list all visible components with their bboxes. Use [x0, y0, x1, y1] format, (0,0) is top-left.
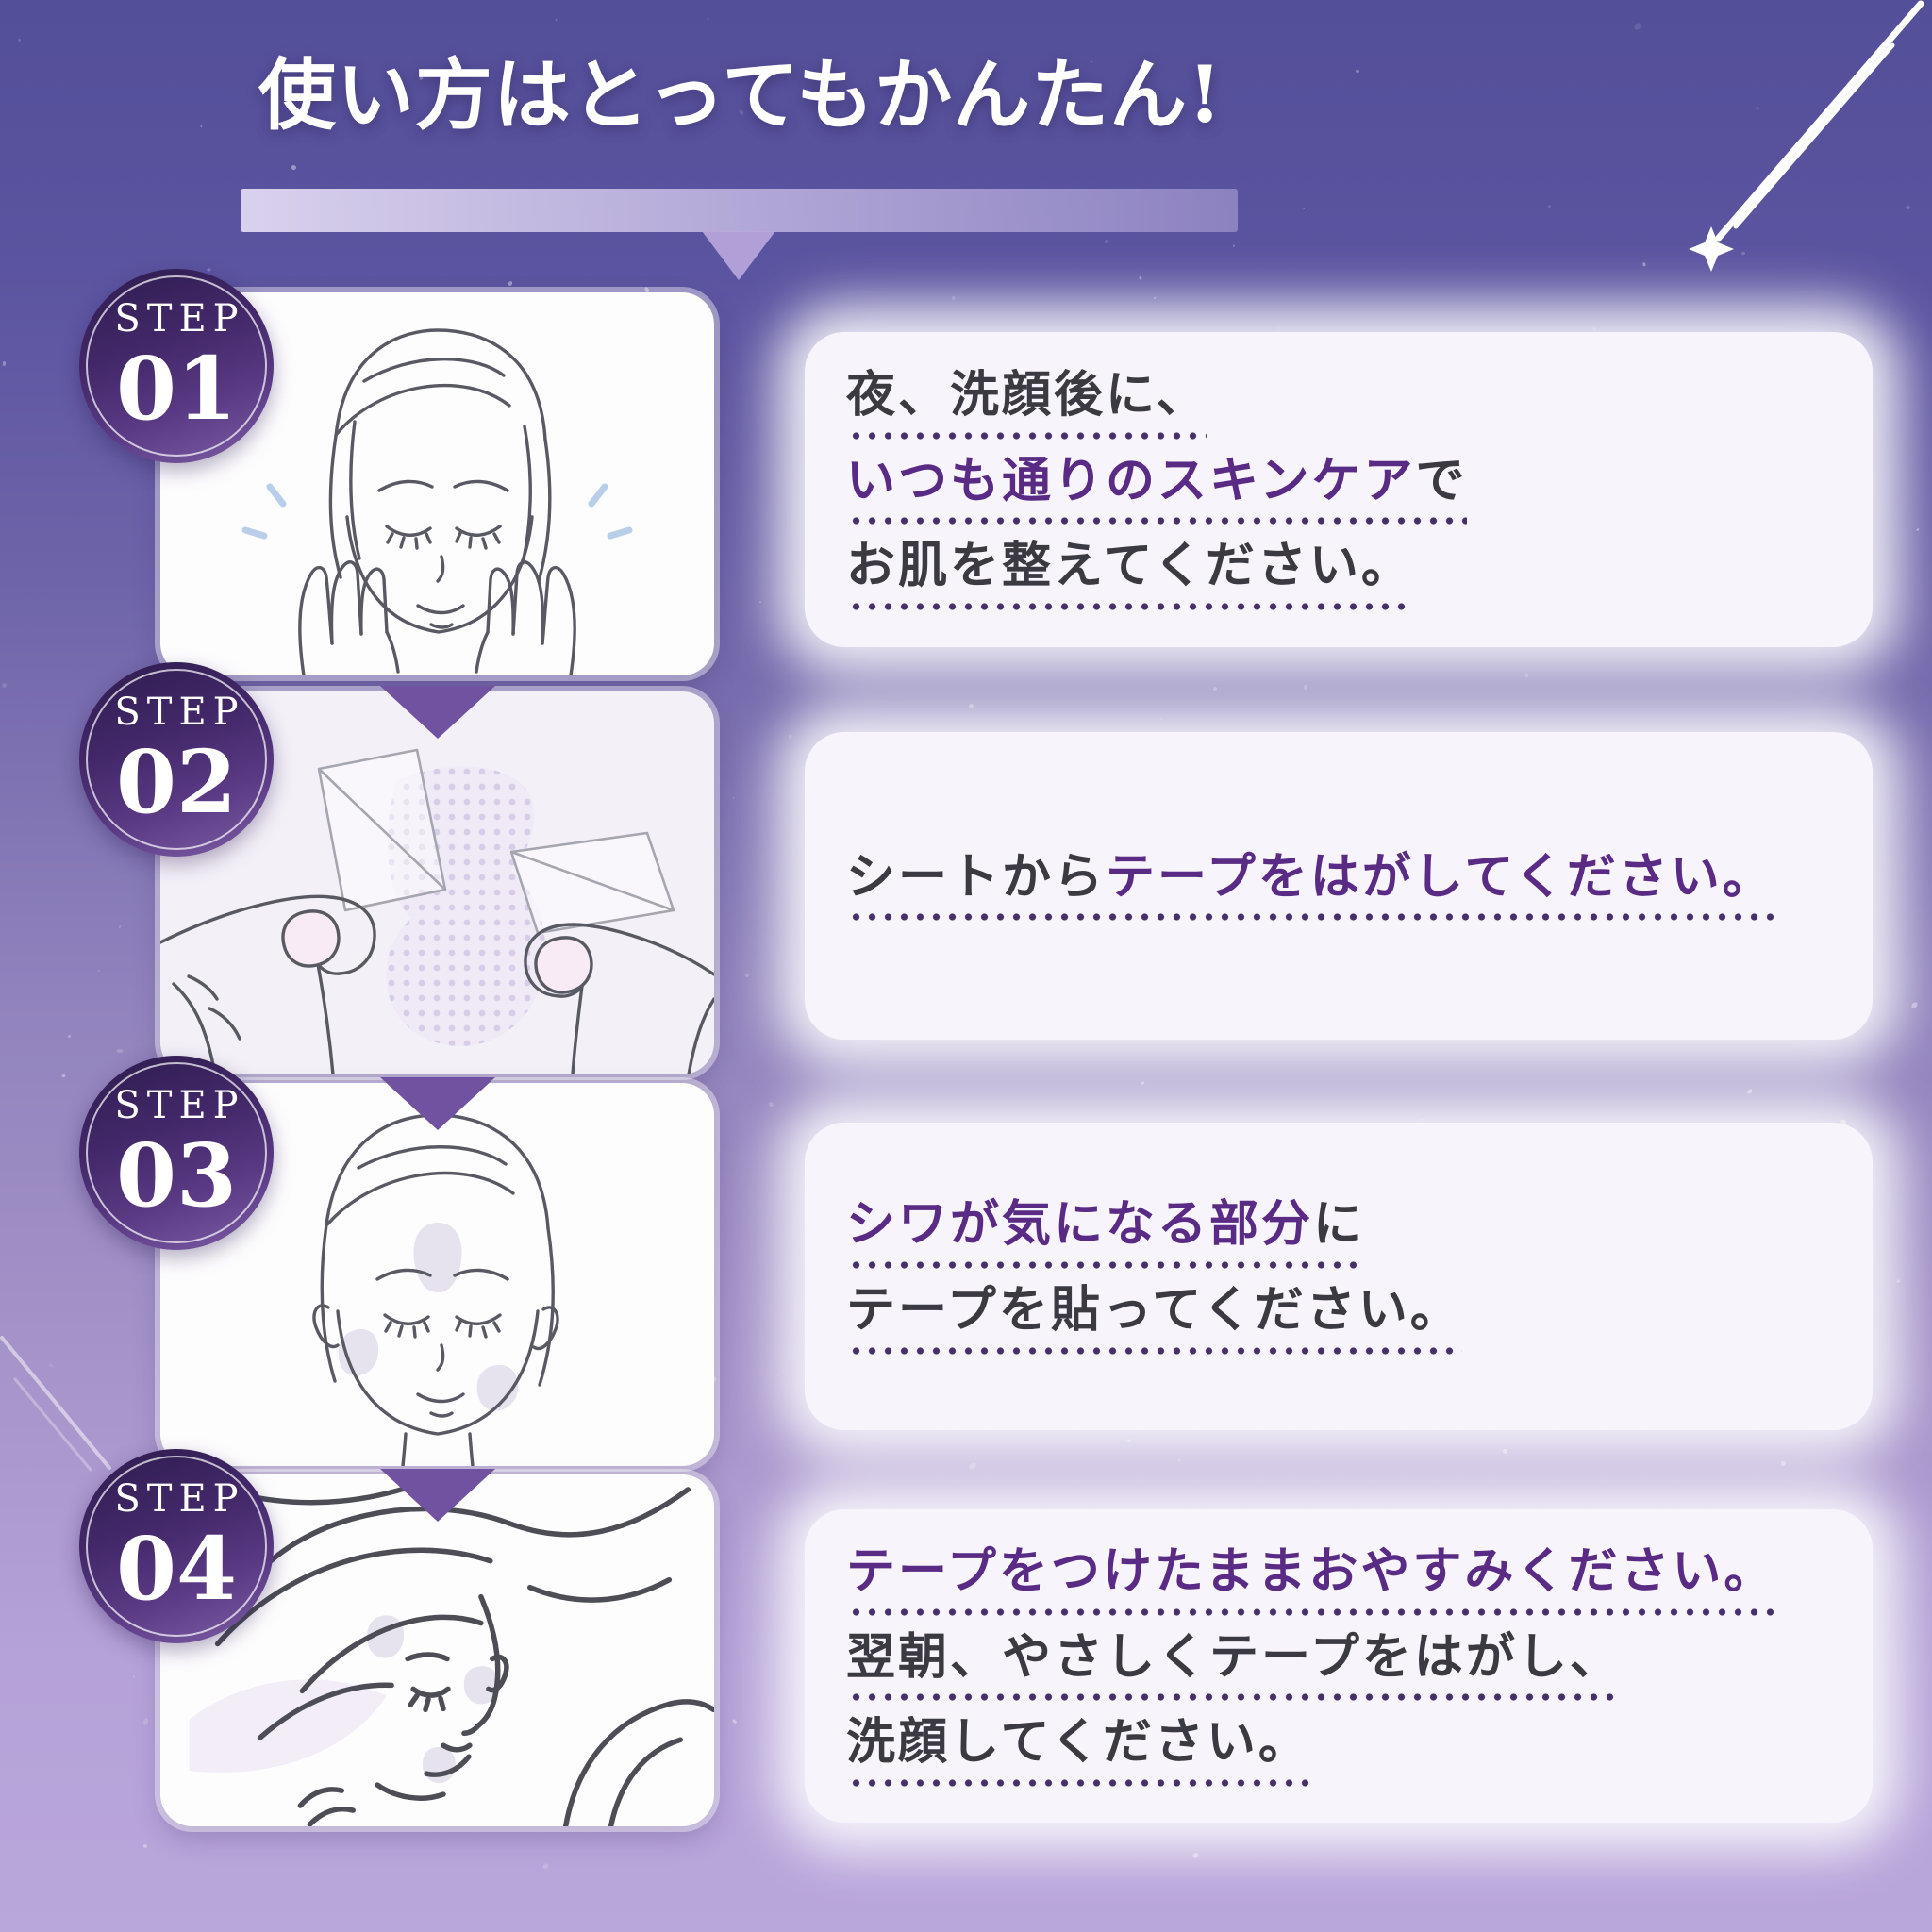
- body-text: テープを貼ってください。: [846, 1283, 1462, 1338]
- body-text: 夜、洗顔後に、: [846, 367, 1208, 423]
- step1-illustration-panel: [160, 292, 714, 675]
- step1-text-panel: 夜、洗顔後に、いつも通りのスキンケアでお肌を整えてください。: [805, 332, 1873, 647]
- highlighted-text: テープをはがしてください。: [1106, 849, 1774, 905]
- step2-illustration-panel: [160, 691, 714, 1074]
- body-text: 翌朝、やさしくテープをはがし、: [846, 1629, 1622, 1685]
- sleep-with-tape-illustration: [189, 1475, 714, 1826]
- step2-text-lines: シートからテープをはがしてください。: [846, 843, 1831, 929]
- step4-text-line: 洗顔してください。: [846, 1715, 1310, 1789]
- step3-badge-label: STEP: [114, 1084, 245, 1127]
- body-text: に: [1313, 1197, 1366, 1253]
- peel-tape-illustration: [160, 748, 714, 1074]
- title-arrow-down-icon: [702, 231, 775, 280]
- step3-text-line: テープを貼ってください。: [846, 1283, 1462, 1356]
- step1-text-line: お肌を整えてください。: [846, 539, 1413, 612]
- step1-badge-number: 01: [115, 338, 238, 440]
- step4-badge: STEP 04: [79, 1449, 274, 1643]
- step3-badge-number: 03: [115, 1124, 238, 1226]
- face-skincare-illustration: [242, 328, 633, 675]
- shooting-star-icon: [1689, 0, 1924, 272]
- step4-text-lines: テープをつけたままおやすみください。翌朝、やさしくテープをはがし、洗顔してくださ…: [846, 1538, 1831, 1794]
- step2-badge: STEP 02: [79, 662, 274, 857]
- highlighted-text: シワが気になる部分: [846, 1197, 1314, 1253]
- page-title: 使い方はとってもかんたん!: [258, 50, 1224, 141]
- body-text: 洗顔してください。: [846, 1715, 1310, 1771]
- step2-badge-label: STEP: [114, 691, 245, 734]
- step2-text-panel: シートからテープをはがしてください。: [805, 732, 1873, 1040]
- step3-text-panel: シワが気になる部分にテープを貼ってください。: [805, 1123, 1873, 1430]
- step3-badge: STEP 03: [79, 1056, 274, 1250]
- step4-text-panel: テープをつけたままおやすみください。翌朝、やさしくテープをはがし、洗顔してくださ…: [805, 1509, 1873, 1823]
- step4-text-line: テープをつけたままおやすみください。: [846, 1543, 1776, 1617]
- highlighted-text: いつも通りのスキンケア: [846, 453, 1416, 508]
- step1-badge-label: STEP: [114, 297, 245, 341]
- step1-badge: STEP 01: [79, 269, 274, 463]
- step3-text-lines: シワが気になる部分にテープを貼ってください。: [846, 1191, 1831, 1362]
- body-text: で: [1415, 453, 1468, 508]
- step4-badge-label: STEP: [114, 1477, 245, 1521]
- step1-text-lines: 夜、洗顔後に、いつも通りのスキンケアでお肌を整えてください。: [846, 361, 1831, 618]
- title-underline-bar: [241, 189, 1238, 232]
- step2-badge-number: 02: [115, 731, 238, 833]
- step3-text-line: シワが気になる部分に: [846, 1197, 1366, 1270]
- highlighted-text: テープをつけたままおやすみください。: [846, 1543, 1776, 1599]
- step1-text-line: 夜、洗顔後に、: [846, 367, 1208, 441]
- step4-text-line: 翌朝、やさしくテープをはがし、: [846, 1629, 1622, 1703]
- body-text: お肌を整えてください。: [846, 539, 1413, 594]
- step1-text-line: いつも通りのスキンケアで: [846, 453, 1468, 526]
- step2-text-line: シートからテープをはがしてください。: [846, 849, 1774, 923]
- body-text: シートから: [846, 849, 1107, 905]
- step4-badge-number: 04: [115, 1518, 238, 1620]
